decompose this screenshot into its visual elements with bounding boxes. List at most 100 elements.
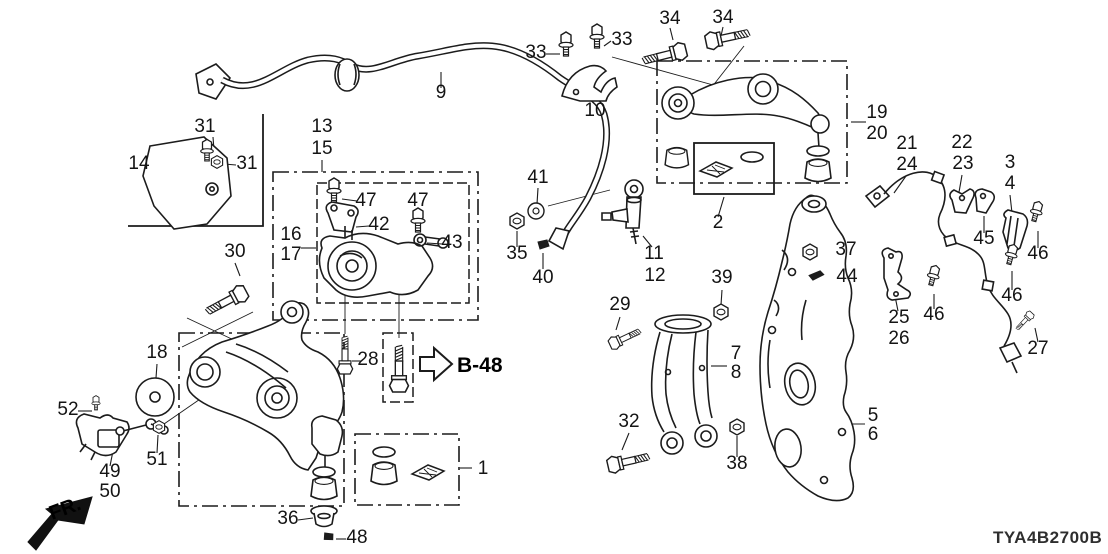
part-label-29-34: 29 [609,294,630,315]
part-label-14-2: 14 [128,153,150,174]
diagram-code: TYA4B2700B [993,528,1102,547]
part-label-7-36: 7 [731,343,742,364]
part-label-39-39: 39 [711,267,732,288]
abs-harness-drawing [864,170,1023,374]
part-label-40-22: 40 [532,267,553,288]
box-19-20 [656,60,848,184]
part-label-31-1: 31 [194,116,215,137]
box-16-17 [316,182,470,304]
part-label-47-26: 47 [407,190,428,211]
part-label-2-13: 2 [713,212,724,233]
bolt-icon [558,31,574,57]
damper-fork-drawing [650,314,718,455]
part-label-32-35: 32 [618,411,639,432]
lower-arm-drawing [186,300,345,501]
reference-label[interactable]: B-48 [457,354,503,377]
part-label-22-16: 22 [951,132,972,153]
box-13-15 [272,171,479,321]
part-label-46-45: 46 [1001,285,1022,306]
ball-joint-kit-1-drawing [370,446,445,486]
bolt-icon [639,40,689,71]
part-label-52-54: 52 [57,399,78,420]
boot-icon [664,146,690,169]
part-label-49-51: 49 [99,461,120,482]
part-label-24-15: 24 [896,154,918,175]
bolt-icon [924,263,943,288]
boot-icon [370,461,398,486]
grommet-36-drawing [310,505,338,528]
washer-icon [527,202,545,220]
part-label-38-38: 38 [726,453,747,474]
part-label-50-52: 50 [99,481,120,502]
box-part-2 [693,142,775,195]
bolt-icon [326,177,342,203]
bolt-icon [605,447,652,476]
screw-icon [91,395,101,411]
knuckle-drawing [759,194,856,502]
group-leader-lines [78,26,1039,540]
bolt-icon [388,344,410,393]
part-label-10-10: 10 [584,100,605,121]
part-label-43-28: 43 [441,232,462,253]
boot-icon [804,158,832,183]
part-label-6-50: 6 [868,424,879,445]
bolt-icon [589,23,605,49]
reference-b48[interactable]: B-48 [419,345,503,383]
bolt-icon [336,335,354,375]
part-label-3-18: 3 [1005,152,1016,173]
part-label-1-57: 1 [478,458,489,479]
box-part-1 [354,433,460,506]
compliance-bushing-drawing [318,201,449,298]
pin-icon [322,530,336,543]
part-label-19-11: 19 [866,102,887,123]
part-label-5-49: 5 [868,405,879,426]
nut-icon [509,212,525,230]
part-label-27-48: 27 [1027,338,1048,359]
part-label-11-23: 11 [644,243,664,264]
part-label-33-7: 33 [611,29,632,50]
part-label-42-27: 42 [368,214,389,235]
ring-icon [312,466,336,478]
upper-arm-drawing [661,73,832,183]
ring-icon [740,151,764,163]
bolt-icon [1027,199,1046,224]
group-boxes [128,60,848,507]
part-label-12-24: 12 [644,265,665,286]
ring-icon [372,446,396,458]
reference-arrow-icon [419,345,454,383]
boot-icon [310,476,338,501]
part-label-33-6: 33 [525,42,546,63]
clip-icon [537,239,550,250]
part-label-48-56: 48 [346,527,367,548]
part-label-37-40: 37 [835,239,856,260]
box-part-28 [382,332,414,403]
part-label-35-21: 35 [506,243,527,264]
ring-icon [806,145,830,157]
gasket-icon [699,161,733,178]
height-sensor-drawing [75,413,169,461]
part-label-17-30: 17 [280,244,301,265]
part-label-34-9: 34 [712,7,734,28]
nut-icon [713,303,729,321]
part-label-4-19: 4 [1005,173,1016,194]
part-label-31-3: 31 [236,153,257,174]
part-label-30-31: 30 [224,241,245,262]
part-label-25-42: 25 [888,307,909,328]
bolt-icon [201,282,251,321]
clamp-45-drawing [974,188,996,214]
part-label-47-25: 47 [355,190,376,211]
bolt-icon [1013,309,1036,333]
gasket-icon [411,464,445,481]
bolt-icon [606,324,644,352]
part-label-45-47: 45 [973,228,994,249]
part-label-46-44: 46 [1027,243,1048,264]
part-label-41-20: 41 [527,167,548,188]
sensor-disc-drawing [135,377,175,417]
shield-drawing [142,136,232,230]
part-label-34-8: 34 [659,8,681,29]
part-label-44-41: 44 [836,266,858,287]
ball-joint-kit-2-drawing [664,146,764,178]
stabilizer-link-drawing [601,179,644,245]
part-label-9-0: 9 [436,82,447,103]
